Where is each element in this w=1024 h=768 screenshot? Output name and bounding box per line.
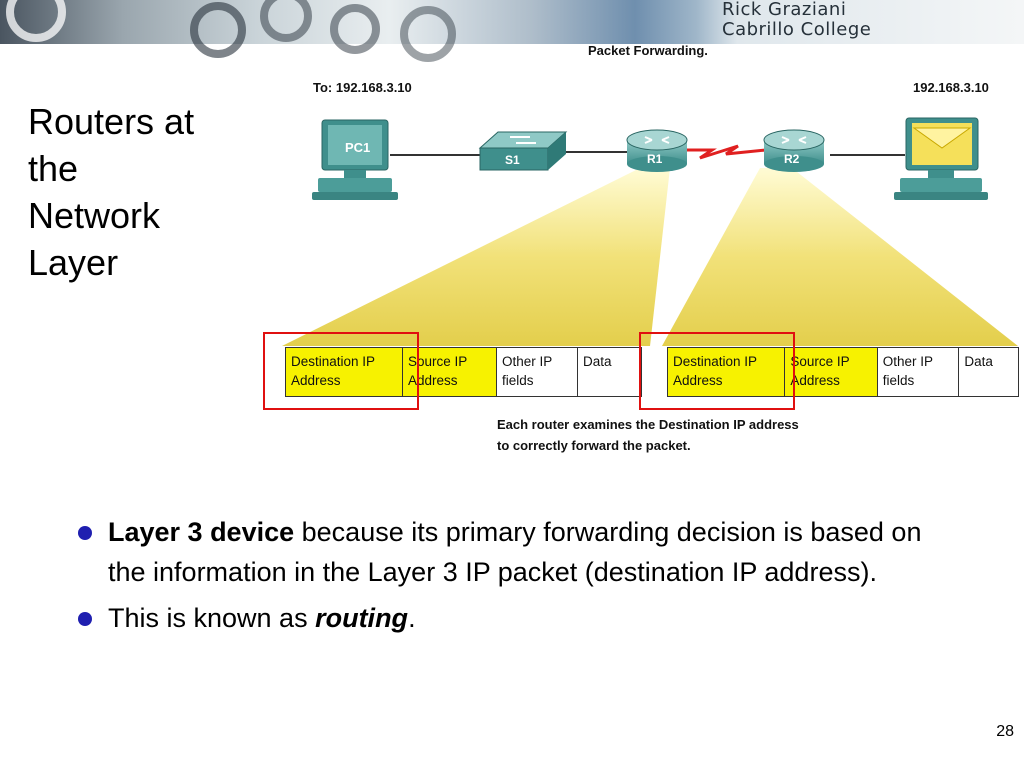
- field-line: Address: [408, 373, 458, 388]
- field-line: Other IP: [502, 354, 553, 369]
- r2-label: R2: [784, 152, 800, 166]
- r1-label: R1: [647, 152, 663, 166]
- field-line: Source IP: [790, 354, 850, 369]
- field-line: fields: [882, 373, 915, 388]
- to-address-label: To: 192.168.3.10: [313, 80, 412, 95]
- pc1-label: PC1: [345, 140, 371, 155]
- field-other-ip: Other IP fields: [878, 348, 960, 396]
- bullet-bold-text: Layer 3 device: [108, 517, 295, 547]
- bullet-item: Layer 3 device because its primary forwa…: [78, 512, 938, 592]
- field-line: fields: [502, 373, 534, 388]
- title-line: Layer: [28, 242, 119, 283]
- destination-pc-icon: [894, 117, 988, 200]
- pc1-icon: [312, 119, 398, 200]
- field-other-ip: Other IP fields: [497, 348, 578, 396]
- field-destination-ip: Destination IP Address: [668, 348, 786, 396]
- author-credit: Rick Graziani Cabrillo College: [722, 0, 871, 40]
- bullet-emphasis-text: routing: [315, 603, 409, 633]
- field-line: Destination IP: [291, 354, 376, 369]
- bullet-text: because its primary forwarding decision …: [108, 517, 922, 587]
- figure-title: Packet Forwarding.: [588, 43, 708, 58]
- field-data: Data: [959, 348, 1018, 396]
- packet-header-r2: Destination IP Address Source IP Address…: [667, 347, 1019, 397]
- bullet-list: Layer 3 device because its primary forwa…: [78, 512, 938, 644]
- field-line: Data: [964, 354, 993, 369]
- decorative-cd-graphic: [330, 4, 380, 54]
- destination-ip-callout-r1: [263, 332, 419, 410]
- field-line: Other IP: [882, 354, 934, 369]
- beam-r2: [662, 168, 1018, 346]
- switch-s1-icon: [478, 131, 568, 171]
- bullet-dot-icon: [78, 526, 92, 540]
- decorative-cd-graphic: [400, 6, 456, 62]
- figure-caption: Each router examines the Destination IP …: [497, 414, 877, 456]
- title-line: Network: [28, 195, 161, 236]
- bullet-item: This is known as routing.: [78, 598, 938, 638]
- bullet-text: This is known as: [108, 603, 316, 633]
- field-line: Address: [291, 373, 341, 388]
- title-line: the: [28, 148, 79, 189]
- author-college: Cabrillo College: [722, 19, 872, 40]
- author-name: Rick Graziani: [722, 0, 847, 20]
- field-line: Source IP: [408, 354, 468, 369]
- field-data: Data: [578, 348, 641, 396]
- page-number: 28: [996, 723, 1014, 740]
- decorative-cd-graphic: [260, 0, 312, 42]
- caption-line: Each router examines the Destination IP …: [497, 417, 799, 432]
- field-line: Destination IP: [673, 354, 758, 369]
- title-line: Routers at: [28, 101, 195, 142]
- decorative-cd-graphic: [190, 2, 246, 58]
- bullet-dot-icon: [78, 612, 92, 626]
- bullet-text: .: [408, 603, 416, 633]
- field-line: Data: [583, 354, 612, 369]
- field-destination-ip: Destination IP Address: [286, 348, 403, 396]
- destination-ip-callout-r2: [639, 332, 795, 410]
- router-r2-icon: [763, 129, 825, 172]
- slide-title: Routers at the Network Layer: [28, 98, 248, 286]
- destination-address-label: 192.168.3.10: [913, 80, 989, 95]
- beam-r1: [282, 168, 670, 346]
- field-line: Address: [673, 373, 723, 388]
- s1-label: S1: [505, 153, 520, 167]
- decorative-cd-graphic: [6, 0, 66, 42]
- caption-line: to correctly forward the packet.: [497, 438, 691, 453]
- header-banner: Rick Graziani Cabrillo College: [0, 0, 1024, 62]
- router-r1-icon: [626, 129, 688, 172]
- field-source-ip: Source IP Address: [785, 348, 878, 396]
- field-line: Address: [790, 373, 840, 388]
- serial-link-r1-r2: [686, 144, 767, 160]
- packet-header-r1: Destination IP Address Source IP Address…: [285, 347, 642, 397]
